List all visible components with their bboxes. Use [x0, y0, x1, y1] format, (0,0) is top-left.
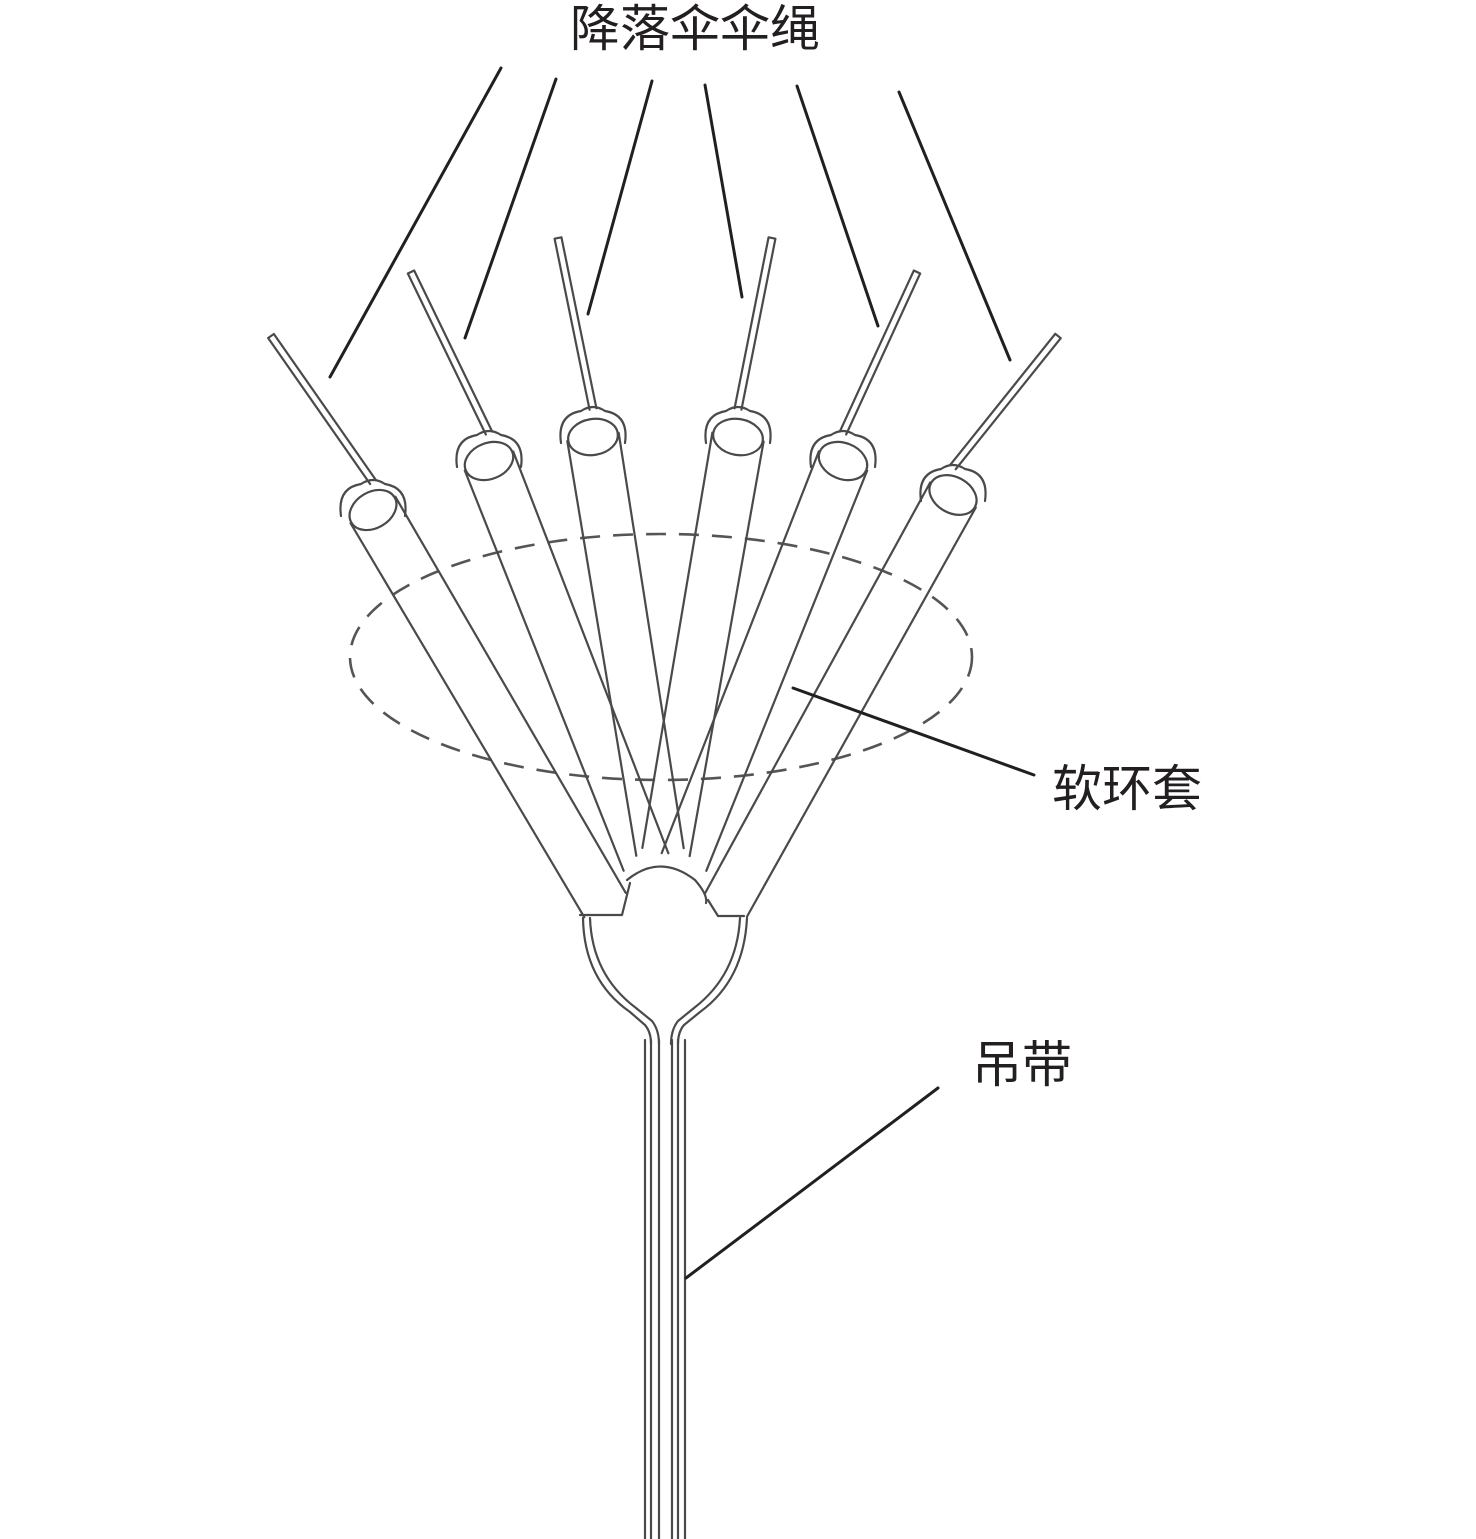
sleeve-ring: [567, 417, 619, 457]
loop-knot: [704, 405, 772, 445]
sleeve-tube: [660, 450, 869, 872]
parachute-line: [838, 269, 922, 436]
loop-knot: [559, 405, 627, 445]
sling-strap-label: 吊带: [972, 1036, 1072, 1094]
sleeve-3: [553, 236, 685, 857]
parachute-line: [406, 269, 494, 436]
sleeve-tube: [463, 450, 670, 872]
loop-knot: [455, 429, 523, 469]
soft-loop-sleeve-label: 软环套: [1052, 760, 1202, 818]
leader-lines-parachute: [328, 66, 1012, 379]
sleeve-ring: [817, 440, 869, 482]
sleeve-ring: [712, 417, 764, 457]
sleeve-tube: [566, 431, 685, 857]
sleeve-2: [406, 269, 670, 872]
sleeve-4: [641, 236, 777, 858]
sling-strap: [643, 1038, 687, 1539]
parachute-line: [733, 236, 777, 411]
loop-knot: [919, 463, 987, 503]
strap-loop: [581, 916, 749, 1046]
parachute-line: [267, 332, 377, 486]
sleeve-tube: [641, 431, 765, 858]
sleeve-ring: [463, 440, 515, 482]
sleeve-fan: [267, 236, 1062, 919]
leader-line-sleeve: [791, 686, 1036, 777]
parachute-line: [949, 332, 1062, 471]
parachute-lines-label: 降落伞伞绳: [570, 0, 820, 58]
sleeve-ring: [348, 488, 398, 532]
loop-knot: [339, 478, 407, 518]
junction-hub: [578, 865, 746, 918]
loop-knot: [809, 429, 877, 469]
sleeve-tube: [349, 495, 627, 919]
sleeve-ring: [928, 474, 978, 516]
sleeve-5: [660, 269, 922, 872]
sleeve-1: [267, 332, 627, 919]
parachute-line: [553, 236, 598, 411]
leader-line-strap: [684, 1086, 940, 1280]
soft-loop-sleeve-ellipse: [348, 532, 974, 782]
sleeve-6: [703, 332, 1062, 918]
